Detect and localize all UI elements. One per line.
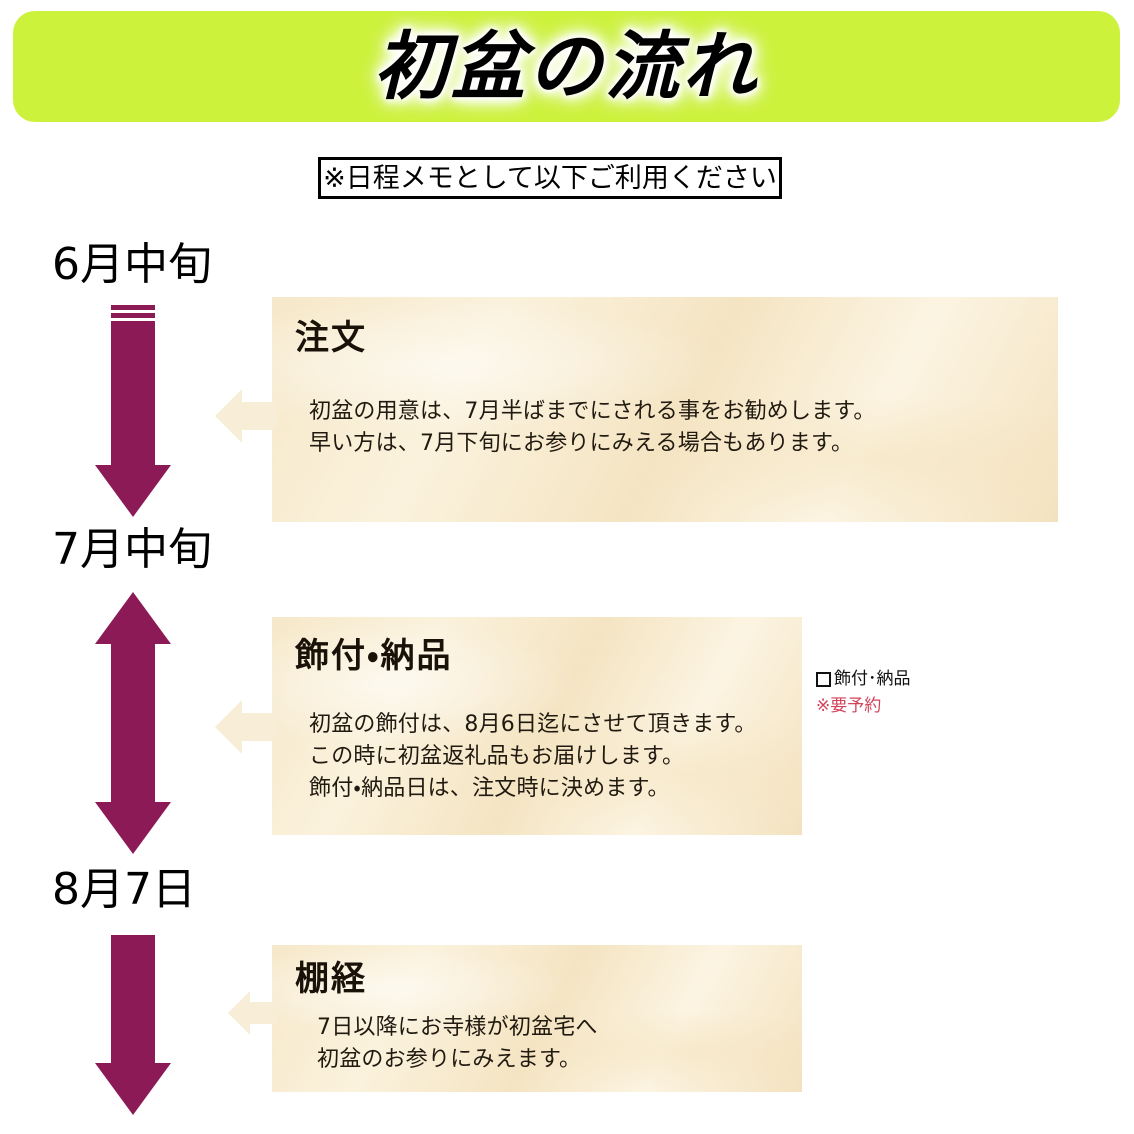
header-banner: 初盆の流れ <box>13 11 1120 122</box>
page-title-text: 初盆の流れ <box>374 23 759 110</box>
arrow-double-headed-2 <box>95 592 171 854</box>
tab-arrow-2 <box>215 700 277 754</box>
panel-tanagyo: 棚経 7日以降にお寺様が初盆宅へ 初盆のお参りにみえます。 <box>272 945 802 1092</box>
panel-order: 注文 初盆の用意は、7月半ばまでにされる事をお勧めします。 早い方は、7月下旬に… <box>272 297 1058 522</box>
panel-body-3: 7日以降にお寺様が初盆宅へ 初盆のお参りにみえます。 <box>317 1015 598 1073</box>
memo-instruction-box: ※日程メモとして以下ご利用ください <box>318 157 782 199</box>
page-title: 初盆の流れ <box>13 11 1120 122</box>
memo-instruction-text: ※日程メモとして以下ご利用ください <box>323 162 777 194</box>
panel-title-2: 飾付・納品 <box>295 636 453 676</box>
arrow-down-banded-1 <box>95 305 171 517</box>
arrow-down-3 <box>95 935 171 1115</box>
tab-arrow-3 <box>228 991 278 1035</box>
panel-body-2: 初盆の飾付は、8月6日迄にさせて頂きます。 この時に初盆返礼品もお届けします。 … <box>309 712 757 802</box>
date-label-2: 7月中旬 <box>52 524 212 575</box>
panel-title-1: 注文 <box>295 318 367 358</box>
reservation-required-note: ※要予約 <box>816 695 882 716</box>
date-label-3: 8月7日 <box>52 864 196 915</box>
panel-title-3: 棚経 <box>295 959 367 999</box>
checkbox-label: 飾付･納品 <box>834 669 911 689</box>
checkbox-row-decoration-delivery[interactable]: 飾付･納品 <box>816 670 1006 689</box>
date-label-1: 6月中旬 <box>52 239 212 290</box>
tab-arrow-1 <box>215 389 277 443</box>
checkbox-icon[interactable] <box>816 671 831 687</box>
panel-body-1: 初盆の用意は、7月半ばまでにされる事をお勧めします。 早い方は、7月下旬にお参り… <box>309 399 876 457</box>
panel-decoration-delivery: 飾付・納品 初盆の飾付は、8月6日迄にさせて頂きます。 この時に初盆返礼品もお届… <box>272 617 802 835</box>
side-note-reservation: 飾付･納品 ※要予約 <box>816 670 1006 715</box>
